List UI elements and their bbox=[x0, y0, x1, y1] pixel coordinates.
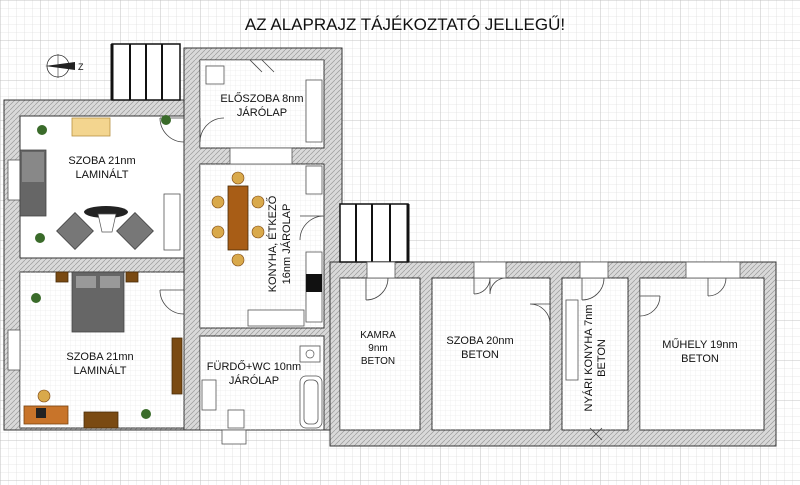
label-kamra-3: BETON bbox=[361, 356, 395, 367]
hall-furniture bbox=[205, 65, 323, 143]
doors bbox=[159, 59, 727, 441]
bathroom-furniture bbox=[201, 345, 323, 429]
compass-icon: Z bbox=[45, 54, 84, 78]
label-szoba1-1: SZOBA 21nm bbox=[68, 155, 135, 167]
compass-letter: Z bbox=[78, 62, 84, 72]
entrance-stairs bbox=[110, 43, 181, 101]
summer-kitchen-furniture bbox=[565, 299, 579, 381]
label-eloszoba-1: ELŐSZOBA 8nm bbox=[220, 91, 303, 105]
label-konyha-2: 16nm JÁROLAP bbox=[280, 204, 293, 285]
label-kamra-2: 9nm bbox=[368, 343, 387, 354]
label-nyari-1: NYÁRI KONYHA 7nm bbox=[582, 305, 595, 412]
label-konyha-1: KONYHA, ÉTKEZŐ bbox=[265, 195, 279, 292]
kitchen-furniture bbox=[211, 165, 323, 327]
room1-furniture bbox=[19, 115, 181, 251]
label-szoba1-2: LAMINÁLT bbox=[76, 168, 129, 181]
room-labels: ELŐSZOBA 8nm JÁRÓLAP SZOBA 21nm LAMINÁLT… bbox=[66, 91, 737, 411]
label-szoba3-1: SZOBA 20nm bbox=[446, 335, 513, 347]
room-grid bbox=[20, 60, 764, 430]
label-muhely-1: MŰHELY 19nm bbox=[662, 337, 737, 351]
windows bbox=[7, 147, 741, 445]
label-furdo-1: FÜRDŐ+WC 10nm bbox=[207, 359, 301, 373]
plan-title: AZ ALAPRAJZ TÁJÉKOZTATÓ JELLEGŰ! bbox=[245, 15, 565, 34]
label-nyari-2: BETON bbox=[596, 339, 608, 377]
label-szoba2-2: LAMINÁLT bbox=[74, 364, 127, 377]
label-szoba2-1: SZOBA 21mn bbox=[66, 351, 133, 363]
room2-furniture bbox=[23, 271, 183, 429]
side-stairs bbox=[339, 203, 410, 263]
label-kamra-1: KAMRA bbox=[360, 330, 396, 341]
label-szoba3-2: BETON bbox=[461, 349, 499, 361]
label-furdo-2: JÁRÓLAP bbox=[229, 374, 279, 387]
label-eloszoba-2: JÁRÓLAP bbox=[237, 106, 287, 119]
label-muhely-2: BETON bbox=[681, 353, 719, 365]
